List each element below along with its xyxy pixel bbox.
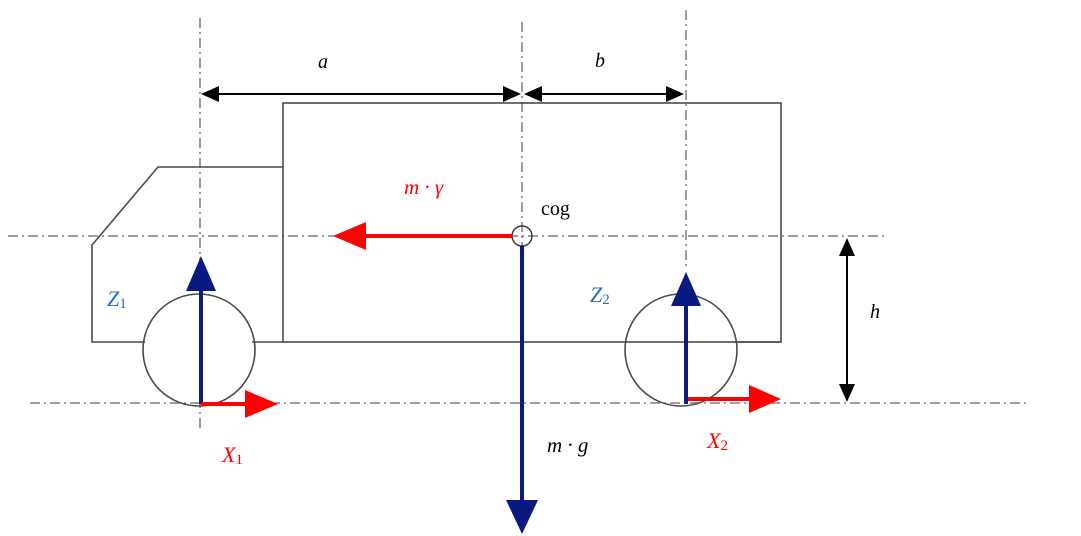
inertial-force-arrow (333, 222, 512, 250)
label-a: a (318, 51, 328, 73)
dimension-h-head-bottom (839, 384, 855, 402)
x2-head (749, 385, 781, 413)
label-weight-force: m · g (547, 433, 588, 457)
cab-outline (91, 166, 283, 343)
label-cog: cog (541, 198, 570, 220)
inertial-force-head (333, 222, 366, 250)
dimension-h-head-top (839, 238, 855, 256)
label-b: b (595, 50, 605, 72)
rear-vertical-reaction (671, 272, 701, 404)
dimensions (201, 86, 855, 402)
cargo-box (282, 102, 782, 343)
z2-head (671, 272, 701, 306)
x1-head (245, 390, 278, 418)
rear-wheel (624, 293, 738, 407)
label-z1: Z1 (107, 286, 127, 312)
dimension-b-head-right (666, 86, 684, 102)
label-inertial-force: m · γ (404, 175, 444, 199)
reference-lines (8, 10, 1030, 432)
dimension-a-head-left (201, 86, 219, 102)
label-x1: X1 (221, 442, 243, 468)
front-longitudinal-force (201, 390, 278, 418)
label-z2: Z2 (590, 282, 610, 308)
dimension-b-head-left (524, 86, 542, 102)
dimension-a-head-right (503, 86, 521, 102)
weight-force-head (506, 500, 538, 534)
weight-force-arrow (506, 246, 538, 534)
vehicle-outline (91, 102, 782, 407)
label-x2: X2 (706, 428, 728, 454)
front-vertical-reaction (186, 256, 216, 404)
z1-head (186, 256, 216, 291)
label-h: h (870, 301, 880, 323)
rear-longitudinal-force (688, 385, 781, 413)
